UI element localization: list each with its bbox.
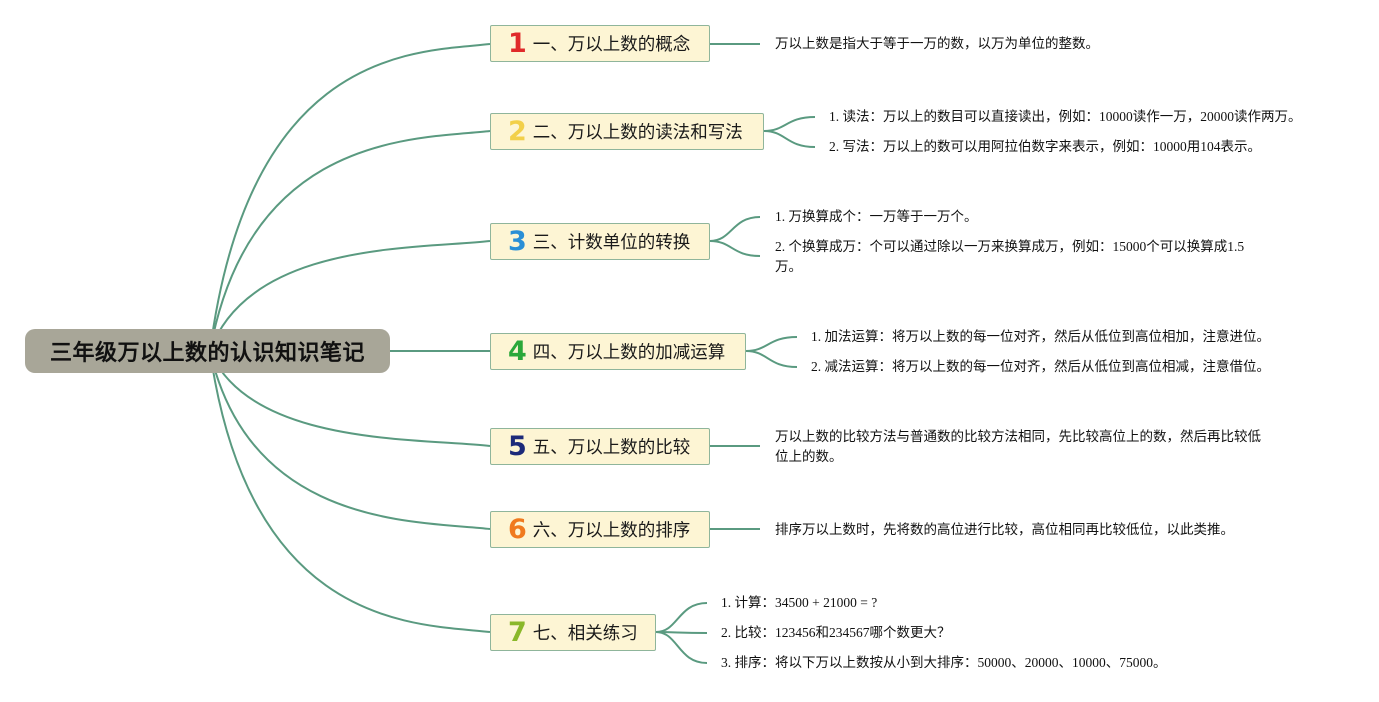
connector-branch-2-leaf-2: [763, 130, 816, 148]
branch-3[interactable]: 3 三、计数单位的转换: [490, 223, 710, 260]
root-topic[interactable]: 三年级万以上数的认识知识笔记: [25, 329, 390, 373]
branch-1-label: 一、万以上数的概念: [532, 35, 691, 55]
leaf-3-1: 1. 万换算成个：一万等于一万个。: [775, 209, 978, 224]
leaf-2-2: 2. 写法：万以上的数可以用阿拉伯数字来表示，例如：10000用104表示。: [829, 139, 1261, 154]
number-7-icon: 7: [508, 617, 527, 648]
connector-branch-3-leaf-2: [709, 240, 761, 257]
connector-branch-3-leaf-1: [709, 216, 761, 242]
number-5-icon: 5: [508, 431, 527, 462]
connector-branch-4-leaf-1: [745, 336, 798, 352]
connector-branch-4-leaf-2: [745, 350, 798, 368]
branch-2-label: 二、万以上数的读法和写法: [532, 123, 743, 143]
branch-7-label: 七、相关练习: [532, 624, 638, 644]
branch-7[interactable]: 7 七、相关练习: [490, 614, 656, 651]
branch-4-label: 四、万以上数的加减运算: [532, 343, 726, 363]
connector-branch-2-leaf-1: [763, 116, 816, 132]
branch-6[interactable]: 6 六、万以上数的排序: [490, 511, 710, 548]
leaf-4-2: 2. 减法运算：将万以上数的每一位对齐，然后从低位到高位相减，注意借位。: [811, 359, 1270, 374]
branch-5[interactable]: 5 五、万以上数的比较: [490, 428, 710, 465]
branch-6-label: 六、万以上数的排序: [532, 521, 691, 541]
branch-3-label: 三、计数单位的转换: [532, 233, 691, 253]
branch-1[interactable]: 1 一、万以上数的概念: [490, 25, 710, 62]
connector-root-branch-2: [209, 130, 491, 352]
leaf-7-3: 3. 排序：将以下万以上数按从小到大排序：50000、20000、10000、7…: [721, 655, 1167, 670]
leaf-5-1: 万以上数的比较方法与普通数的比较方法相同，先比较高位上的数，然后再比较低位上的数…: [775, 429, 1261, 464]
number-3-icon: 3: [508, 226, 527, 257]
branch-5-label: 五、万以上数的比较: [532, 438, 691, 458]
branch-2[interactable]: 2 二、万以上数的读法和写法: [490, 113, 764, 150]
branch-4[interactable]: 4 四、万以上数的加减运算: [490, 333, 746, 370]
leaf-7-2: 2. 比较：123456和234567哪个数更大？: [721, 625, 951, 640]
leaf-7-1: 1. 计算：34500 + 21000 = ?: [721, 595, 878, 610]
leaf-3-2: 2. 个换算成万：个可以通过除以一万来换算成万，例如：15000个可以换算成1.…: [775, 239, 1245, 274]
leaf-6-1: 排序万以上数时，先将数的高位进行比较，高位相同再比较低位，以此类推。: [775, 522, 1234, 537]
number-1-icon: 1: [508, 28, 527, 59]
connector-root-branch-5: [209, 350, 491, 447]
leaf-4-1: 1. 加法运算：将万以上数的每一位对齐，然后从低位到高位相加，注意进位。: [811, 329, 1270, 344]
leaf-1-1: 万以上数是指大于等于一万的数，以万为单位的整数。: [775, 36, 1099, 51]
connector-root-branch-1: [209, 43, 491, 352]
number-4-icon: 4: [508, 336, 527, 367]
number-6-icon: 6: [508, 514, 527, 545]
connector-root-branch-6: [209, 350, 491, 530]
leaf-2-1: 1. 读法：万以上的数目可以直接读出，例如：10000读作一万，20000读作两…: [829, 109, 1302, 124]
connector-root-branch-7: [209, 350, 491, 633]
connector-branch-7-leaf-3: [655, 631, 708, 664]
connector-root-branch-3: [209, 240, 491, 352]
number-2-icon: 2: [508, 116, 527, 147]
connector-branch-7-leaf-1: [655, 602, 708, 633]
